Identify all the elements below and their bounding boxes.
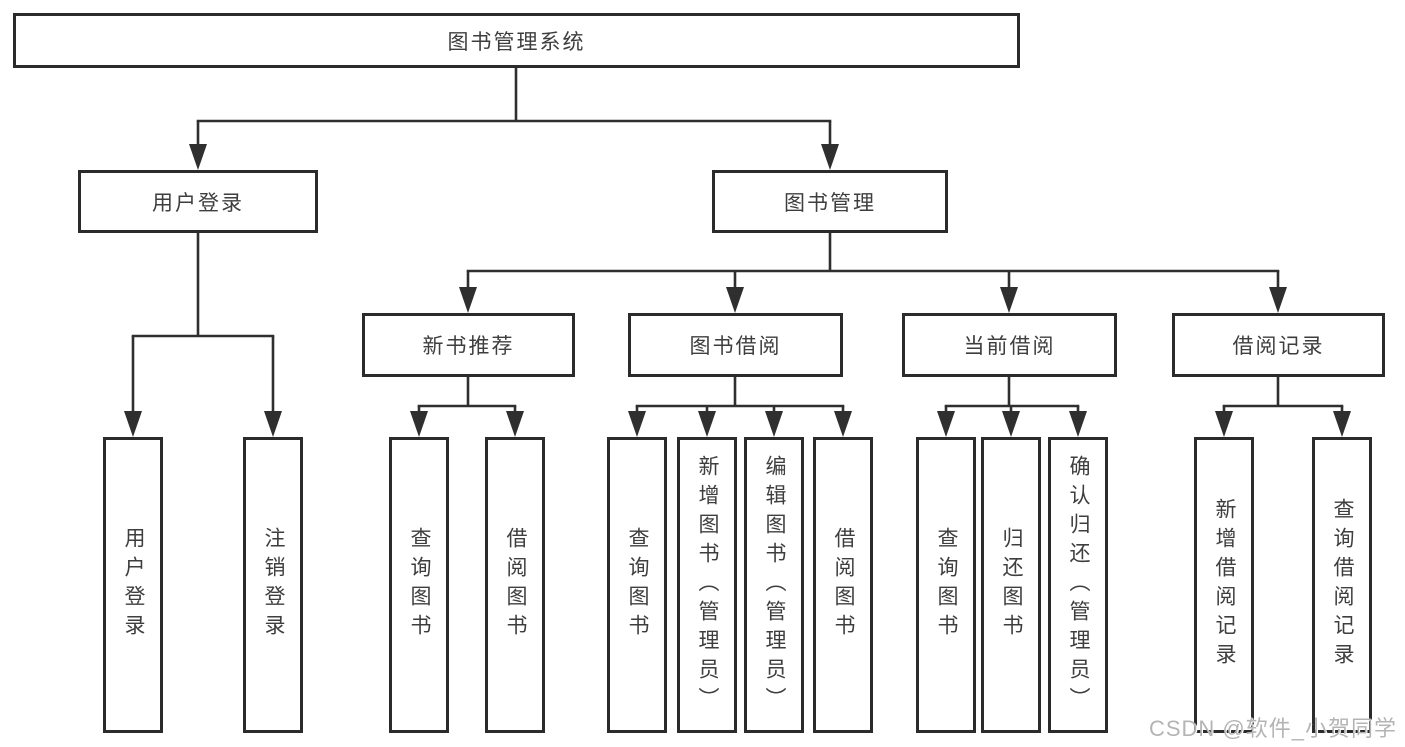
node-label: 查询图书 xyxy=(935,527,958,643)
csdn-watermark: CSDN @软件_小贺同学 xyxy=(1148,716,1397,741)
node-recommend-query-books: 查询图书 xyxy=(389,437,449,733)
node-label: 确认归还（管理员） xyxy=(1067,454,1090,716)
node-borrowing-borrow-books: 借阅图书 xyxy=(813,437,873,733)
node-logout-leaf: 注销登录 xyxy=(243,437,303,733)
node-book-borrowing: 图书借阅 xyxy=(628,313,843,377)
node-label: 编辑图书（管理员） xyxy=(763,454,786,716)
node-user-login-leaf: 用户登录 xyxy=(103,437,163,733)
node-label: 新增图书（管理员） xyxy=(696,454,719,716)
node-label: 用户登录 xyxy=(122,527,145,643)
node-label: 借阅记录 xyxy=(1232,335,1325,358)
node-label: 查询图书 xyxy=(408,527,431,643)
node-label: 用户登录 xyxy=(152,191,244,215)
node-label: 当前借阅 xyxy=(963,335,1056,358)
node-borrowing-edit-books-admin: 编辑图书（管理员） xyxy=(744,437,804,733)
node-label: 借阅图书 xyxy=(832,527,855,643)
node-current-borrowing: 当前借阅 xyxy=(902,313,1117,377)
node-current-confirm-return-admin: 确认归还（管理员） xyxy=(1048,437,1108,733)
node-book-management-branch: 图书管理 xyxy=(712,170,948,233)
node-label: 归还图书 xyxy=(1000,527,1023,643)
node-library-system: 图书管理系统 xyxy=(13,13,1020,68)
node-label: 查询借阅记录 xyxy=(1331,498,1354,672)
node-borrowing-records: 借阅记录 xyxy=(1172,313,1385,377)
node-label: 图书借阅 xyxy=(689,335,782,358)
node-label: 新增借阅记录 xyxy=(1213,498,1236,672)
node-borrowing-query-books: 查询图书 xyxy=(607,437,667,733)
node-records-query-record: 查询借阅记录 xyxy=(1312,437,1372,733)
node-recommend-borrow-books: 借阅图书 xyxy=(485,437,545,733)
node-label: 图书管理系统 xyxy=(447,30,586,54)
node-label: 图书管理 xyxy=(784,191,876,215)
node-user-login-branch: 用户登录 xyxy=(78,170,318,233)
node-borrowing-add-books-admin: 新增图书（管理员） xyxy=(677,437,737,733)
node-label: 新书推荐 xyxy=(422,335,515,358)
node-current-query-books: 查询图书 xyxy=(916,437,976,733)
node-current-return-books: 归还图书 xyxy=(981,437,1041,733)
node-label: 注销登录 xyxy=(262,527,285,643)
node-new-book-recommend: 新书推荐 xyxy=(362,313,575,377)
node-label: 查询图书 xyxy=(626,527,649,643)
node-label: 借阅图书 xyxy=(504,527,527,643)
node-records-add-record: 新增借阅记录 xyxy=(1194,437,1254,733)
